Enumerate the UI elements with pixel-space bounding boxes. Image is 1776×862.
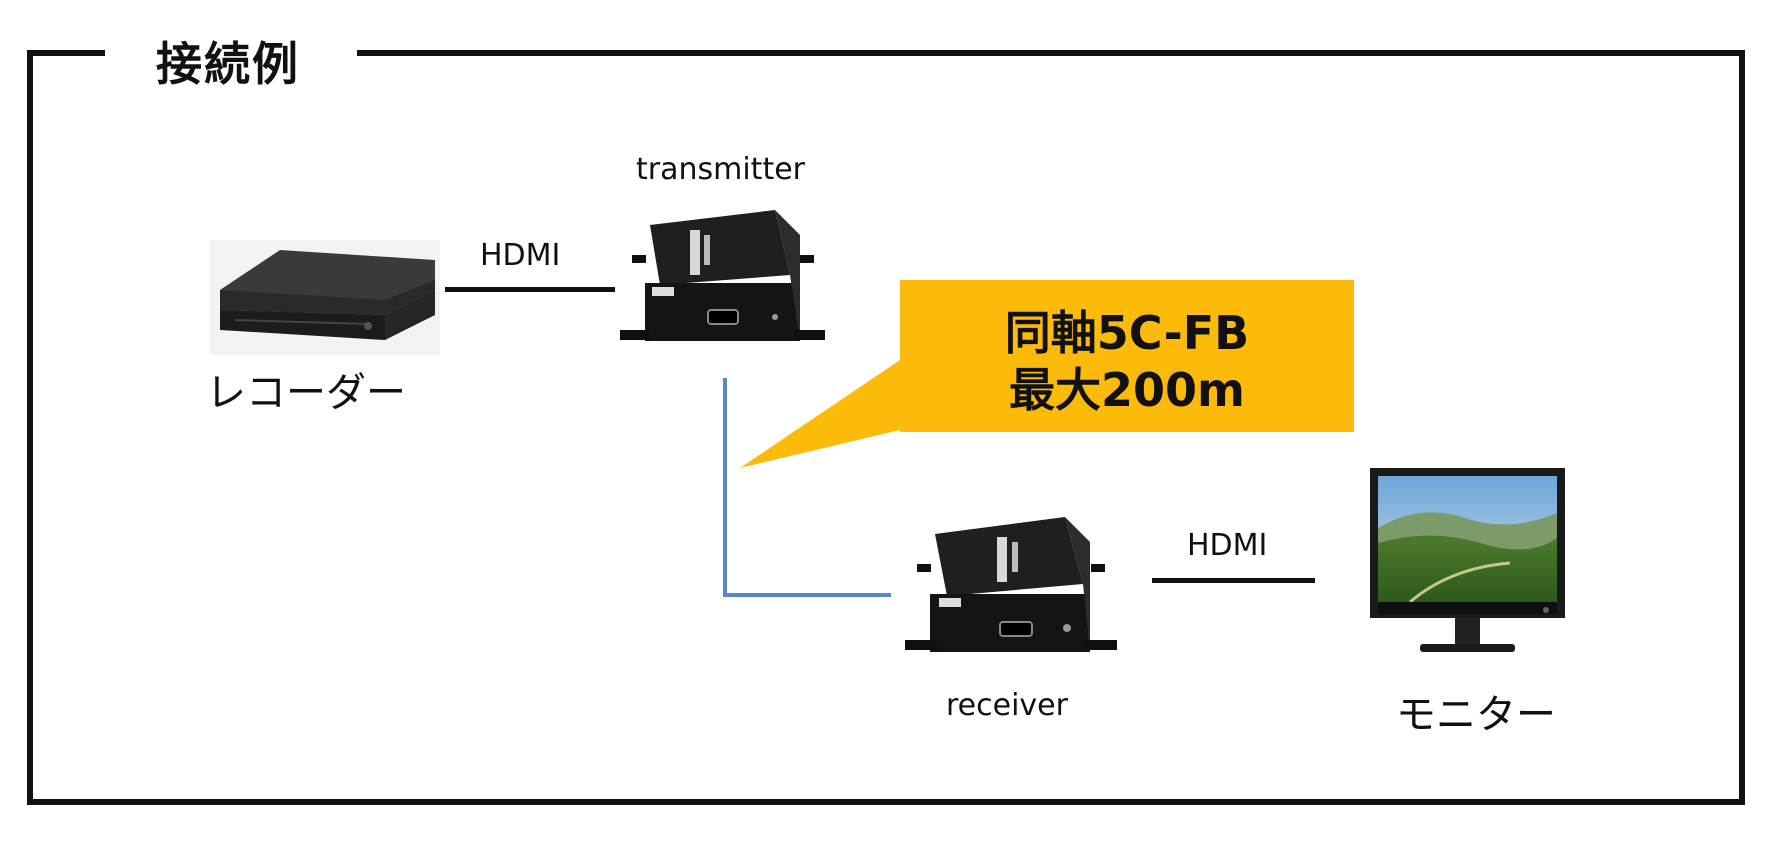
callout-pointer xyxy=(740,360,900,468)
receiver-label: receiver xyxy=(946,688,1068,723)
recorder-icon xyxy=(210,240,440,355)
monitor-icon xyxy=(1370,468,1565,652)
hdmi-label-left: HDMI xyxy=(480,238,561,273)
callout-text: 同軸5C-FB 最大200m xyxy=(900,305,1354,419)
callout-line-distance: 最大200m xyxy=(1009,363,1245,417)
recorder-label: レコーダー xyxy=(206,370,406,416)
hdmi-cable-left xyxy=(445,287,615,292)
coax-cable-vertical xyxy=(723,378,727,595)
hdmi-label-right: HDMI xyxy=(1187,528,1268,563)
monitor-label: モニター xyxy=(1396,692,1556,738)
extender-transmitter-icon xyxy=(620,210,825,341)
callout-box xyxy=(900,280,1354,432)
coax-cable-horizontal xyxy=(723,593,891,597)
extender-receiver-icon xyxy=(905,517,1117,652)
diagram-frame xyxy=(27,50,1745,805)
callout-line-cable: 同軸5C-FB xyxy=(1004,306,1250,360)
diagram-title: 接続例 xyxy=(156,37,300,91)
hdmi-cable-right xyxy=(1152,578,1315,583)
transmitter-label: transmitter xyxy=(636,152,805,187)
frame-title-gap xyxy=(105,40,357,62)
